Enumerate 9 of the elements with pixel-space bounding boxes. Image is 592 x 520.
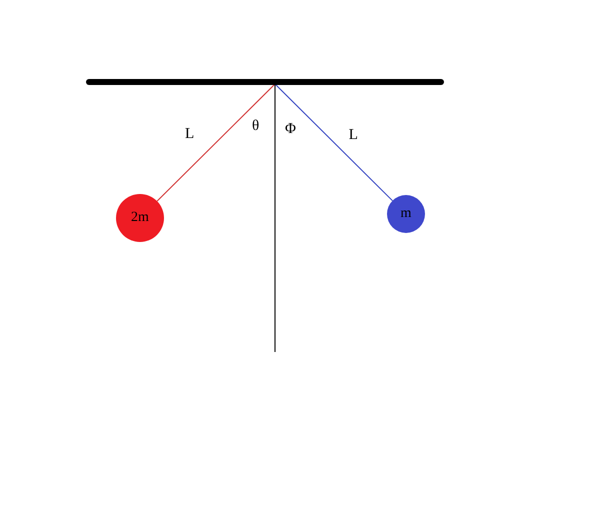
pendulum-string [274, 84, 393, 202]
edge-label: L [185, 126, 194, 142]
angle-label: θ [252, 119, 260, 134]
angle-label: Φ [285, 122, 296, 137]
pendulum-string [156, 84, 276, 202]
pendulum-bob: 2m [116, 194, 164, 242]
ceiling-bar [86, 79, 444, 85]
edge-label: L [348, 128, 358, 144]
pendulum-bob: m [387, 195, 425, 233]
